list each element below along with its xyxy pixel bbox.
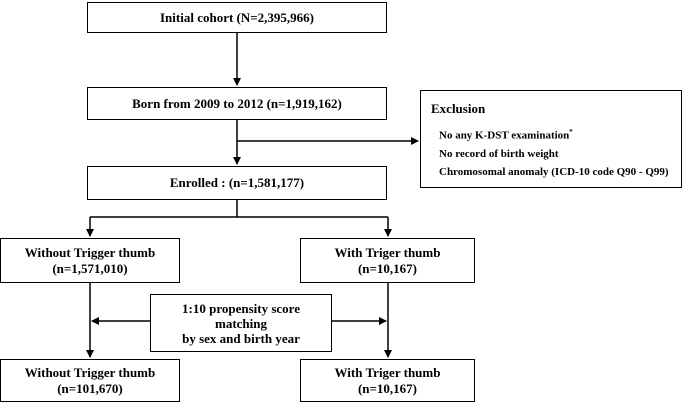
without-trigger-matched-label: Without Trigger thumb — [24, 364, 156, 380]
matching-line-2: matching — [215, 315, 267, 331]
exclusion-title: Exclusion — [431, 101, 486, 116]
matching-line-1: 1:10 propensity score — [182, 300, 300, 316]
exclusion-item-kdst-text: No any K-DST examination — [439, 129, 570, 142]
without-trigger-matched-count: (n=101,670) — [57, 380, 123, 396]
enrolled-text: Enrolled : (n=1,581,177) — [169, 175, 305, 190]
with-trigger-matched-count: (n=10,167) — [357, 380, 418, 396]
with-trigger-label: With Triger thumb — [334, 244, 441, 260]
initial-cohort-box: Initial cohort (N=2,395,966) — [87, 2, 387, 33]
with-trigger-count: (n=10,167) — [357, 260, 418, 276]
born-box: Born from 2009 to 2012 (n=1,919,162) — [87, 87, 387, 120]
with-trigger-matched-box: With Triger thumb (n=10,167) — [300, 359, 475, 402]
footnote-mark: * — [569, 128, 573, 136]
matching-line-3: by sex and birth year — [182, 330, 300, 346]
without-trigger-count: (n=1,571,010) — [52, 260, 128, 276]
without-trigger-matched-box: Without Trigger thumb (n=101,670) — [0, 359, 180, 402]
with-trigger-matched-label: With Triger thumb — [334, 364, 441, 380]
born-text: Born from 2009 to 2012 (n=1,919,162) — [132, 95, 342, 111]
exclusion-box: Exclusion No any K-DST examination* No r… — [420, 90, 682, 188]
without-trigger-label: Without Trigger thumb — [24, 244, 156, 260]
with-trigger-box: With Triger thumb (n=10,167) — [300, 238, 475, 283]
exclusion-item-chromosomal: Chromosomal anomaly (ICD-10 code Q90 - Q… — [439, 165, 669, 178]
without-trigger-box: Without Trigger thumb (n=1,571,010) — [0, 238, 180, 283]
enrolled-box: Enrolled : (n=1,581,177) — [87, 166, 387, 200]
matching-box: 1:10 propensity score matching by sex an… — [150, 294, 332, 352]
exclusion-item-birth-weight: No record of birth weight — [439, 147, 559, 160]
exclusion-item-kdst: No any K-DST examination* — [431, 123, 681, 145]
initial-cohort-text: Initial cohort (N=2,395,966) — [159, 9, 314, 25]
